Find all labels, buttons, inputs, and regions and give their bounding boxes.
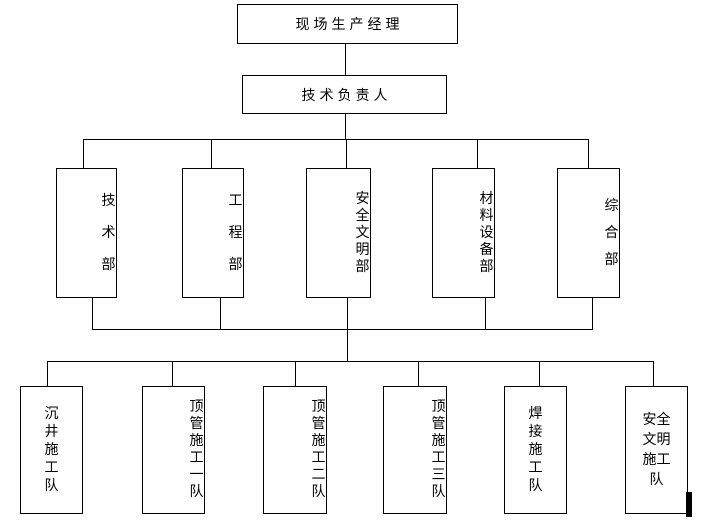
connector-line bbox=[418, 361, 419, 386]
node-label: 焊接施工队 bbox=[528, 406, 543, 494]
connector-line bbox=[539, 361, 540, 386]
connector-line bbox=[345, 114, 346, 139]
connector-line bbox=[485, 298, 486, 329]
connector-line bbox=[92, 298, 93, 329]
connector-line bbox=[220, 298, 221, 329]
connector-line bbox=[47, 361, 48, 386]
node-label: 技术负责人 bbox=[301, 87, 392, 104]
text-cursor-artifact bbox=[686, 492, 692, 517]
connector-line bbox=[211, 139, 212, 168]
connector-line bbox=[477, 139, 478, 168]
node-label: 安全文明施工队 bbox=[642, 412, 671, 488]
node-caisson-construction-team: 沉井施工队 bbox=[20, 386, 83, 514]
node-label: 顶管施工三队 bbox=[431, 399, 446, 500]
node-technology-dept: 技术部 bbox=[56, 168, 117, 298]
connector-line bbox=[345, 44, 346, 75]
node-label: 顶管施工二队 bbox=[311, 399, 326, 500]
connector-line bbox=[653, 361, 654, 386]
node-engineering-dept: 工程部 bbox=[182, 168, 244, 298]
node-materials-equipment-dept: 材料设备部 bbox=[432, 168, 495, 298]
connector-line bbox=[47, 361, 654, 362]
node-label: 工程部 bbox=[228, 193, 243, 273]
node-label: 沉井施工队 bbox=[44, 406, 59, 494]
connector-line bbox=[172, 361, 173, 386]
connector-line bbox=[295, 361, 296, 386]
node-label: 安全文明部 bbox=[355, 190, 370, 275]
connector-line bbox=[588, 139, 589, 168]
node-pipe-jacking-team-3: 顶管施工三队 bbox=[383, 386, 447, 514]
node-label: 现场生产经理 bbox=[295, 17, 404, 33]
node-safety-civilization-team: 安全文明施工队 bbox=[625, 386, 688, 514]
connector-line bbox=[83, 139, 589, 140]
connector-line bbox=[347, 298, 348, 329]
node-site-production-manager: 现场生产经理 bbox=[237, 4, 458, 44]
node-label: 综合部 bbox=[604, 197, 619, 268]
node-label: 技术部 bbox=[101, 193, 116, 273]
node-welding-construction-team: 焊接施工队 bbox=[504, 386, 567, 514]
connector-line bbox=[347, 329, 348, 361]
node-label: 材料设备部 bbox=[479, 190, 494, 275]
node-technical-director: 技术负责人 bbox=[242, 75, 447, 114]
connector-line bbox=[92, 329, 593, 330]
node-safety-civilization-dept: 安全文明部 bbox=[306, 168, 371, 298]
connector-line bbox=[346, 139, 347, 168]
connector-line bbox=[83, 139, 84, 168]
node-pipe-jacking-team-1: 顶管施工一队 bbox=[142, 386, 205, 514]
node-pipe-jacking-team-2: 顶管施工二队 bbox=[263, 386, 327, 514]
node-label: 顶管施工一队 bbox=[189, 399, 204, 500]
node-general-affairs-dept: 综合部 bbox=[557, 168, 620, 298]
connector-line bbox=[592, 298, 593, 329]
